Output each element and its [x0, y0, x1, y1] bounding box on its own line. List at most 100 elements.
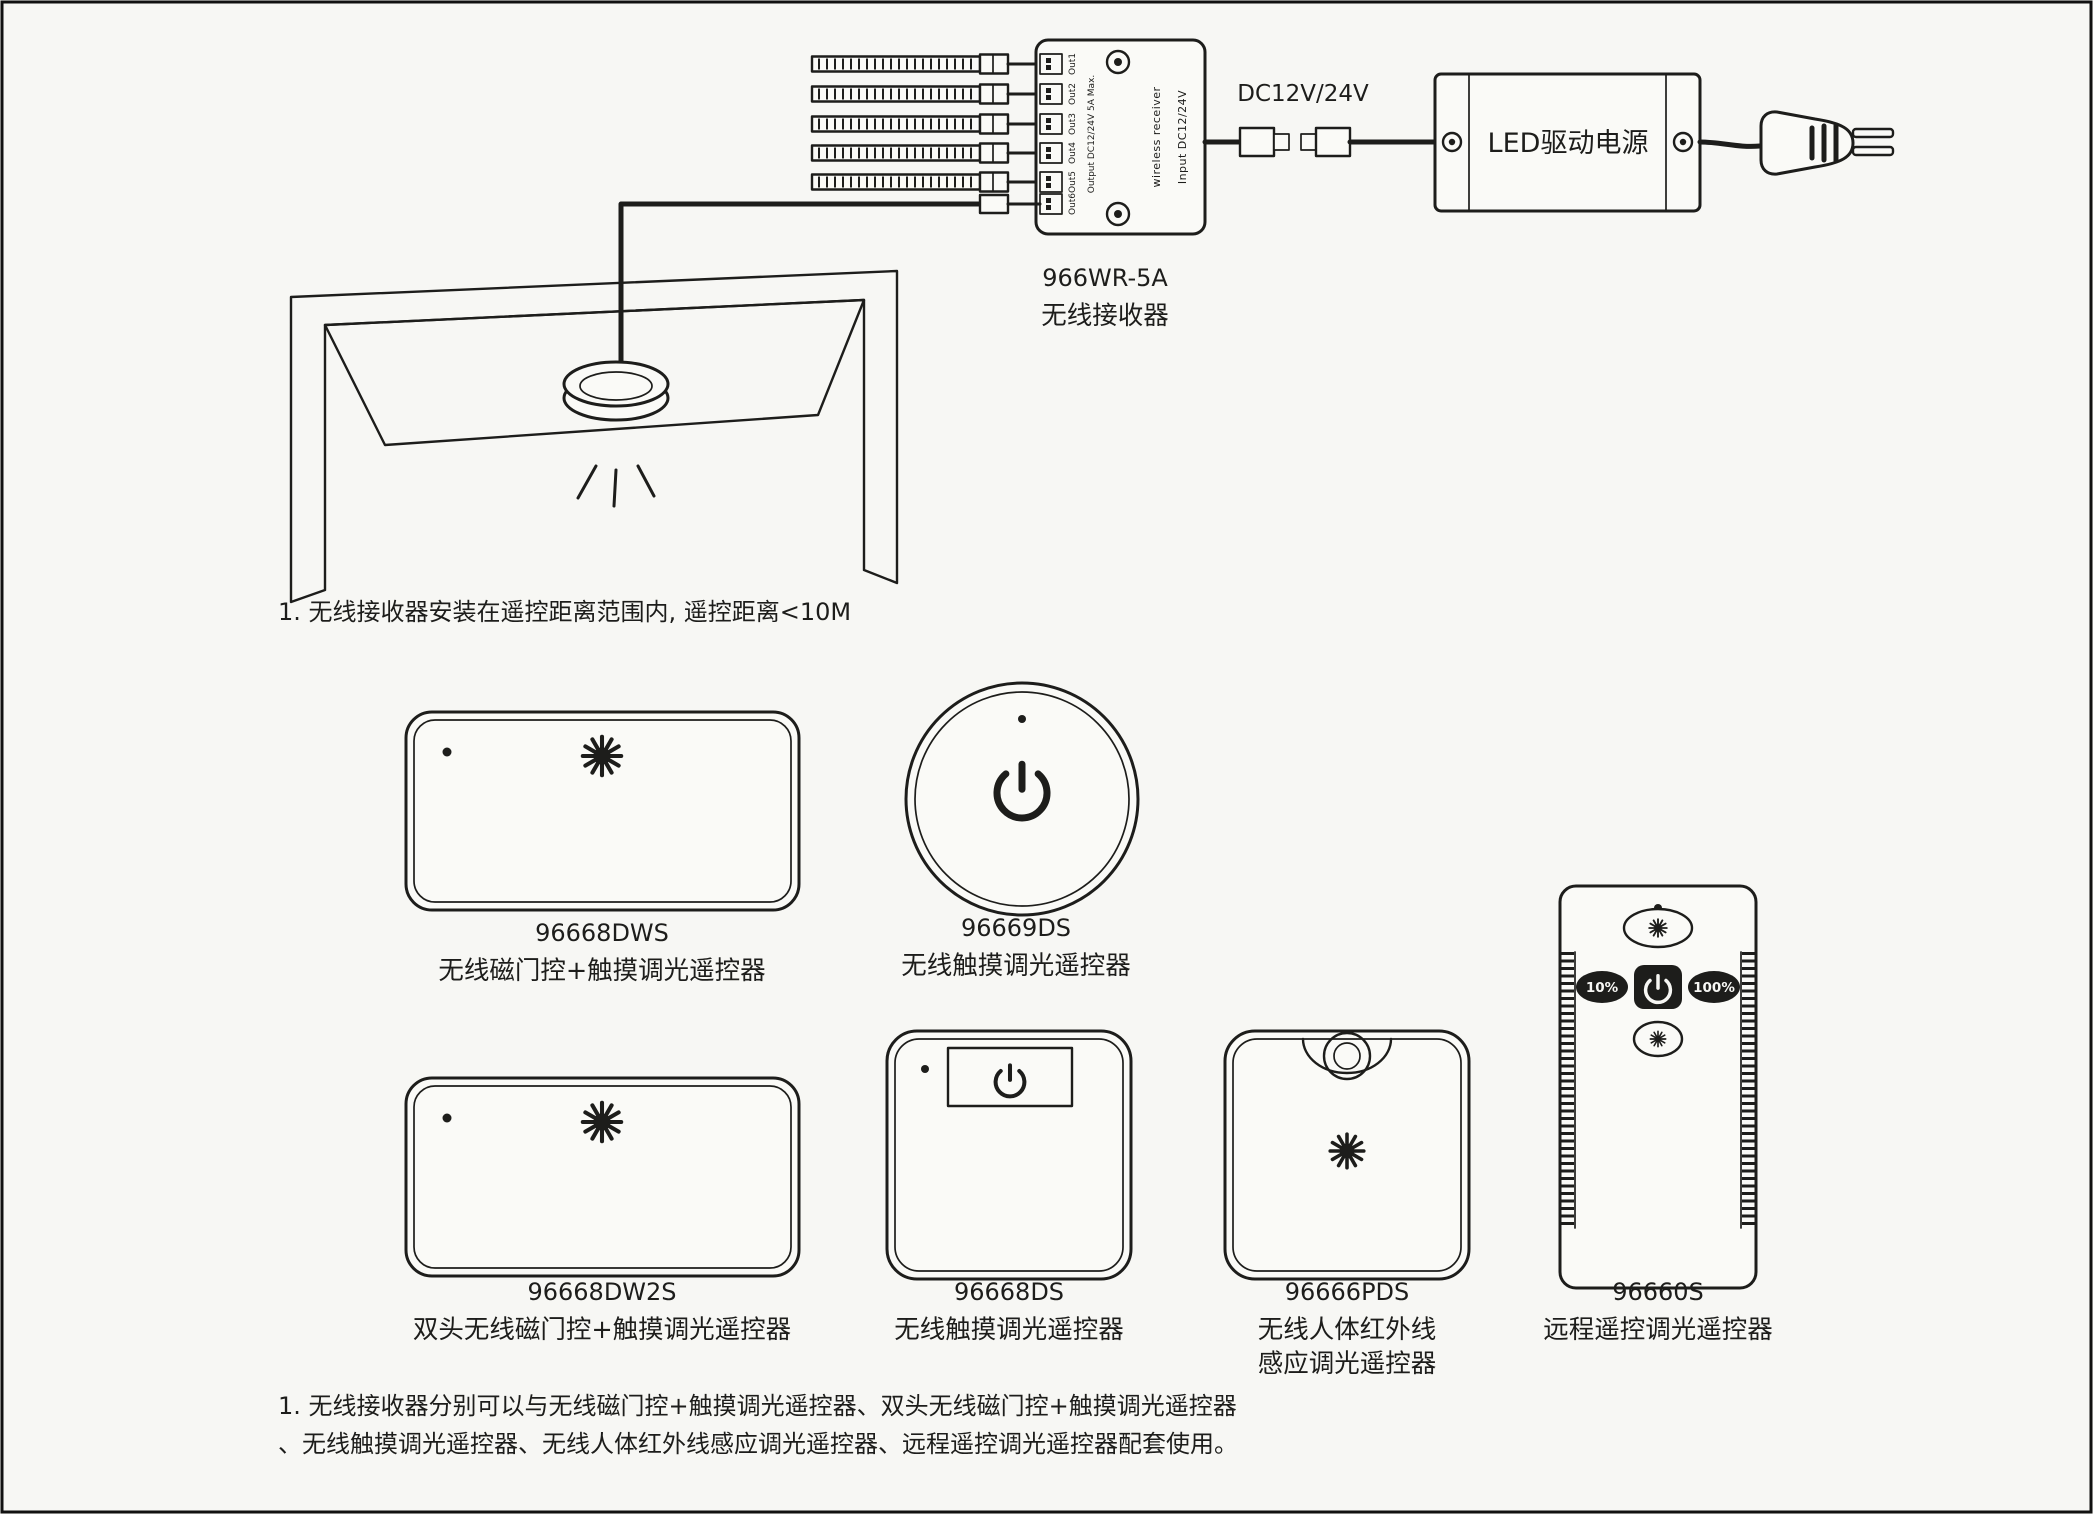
remote-name-label: 无线磁门控+触摸调光遥控器 [438, 956, 765, 986]
receiver-screw-bottom [1105, 201, 1131, 227]
out-label-5: Out5 [1068, 171, 1078, 193]
light-rays-icon [576, 464, 656, 508]
remote-model-label: 96668DW2S [527, 1278, 676, 1306]
remote-model-label: 96669DS [961, 914, 1071, 942]
led-strip-2 [810, 83, 1042, 105]
out-label-2: Out2 [1068, 83, 1078, 105]
out-label-4: Out4 [1068, 142, 1078, 164]
install-note: 1. 无线接收器安装在遥控距离范围内, 遥控距离<10M [278, 598, 851, 626]
remote-model-label: 96668DS [954, 1278, 1064, 1306]
puck-light-lens [579, 371, 653, 401]
remote-model-label: 96666PDS [1285, 1278, 1410, 1306]
dim-10-button [1576, 971, 1628, 1003]
receiver-device-text: wireless receiver [1150, 86, 1163, 187]
receiver-input-note: Input DC12/24V [1176, 90, 1189, 184]
remote-96669ds: 96669DS 无线触摸调光遥控器 [901, 681, 1140, 981]
footer-note: 1. 无线接收器分别可以与无线磁门控+触摸调光遥控器、双头无线磁门控+触摸调光遥… [278, 1392, 1238, 1458]
touch-pad-outline [946, 1046, 1074, 1108]
dc-connector-female-tip [1300, 133, 1317, 151]
indicator-dot [1018, 715, 1026, 723]
remote-inner-border [894, 1038, 1124, 1272]
receiver-screw-bottom-center [1114, 210, 1122, 218]
plug-prong-bottom [1851, 145, 1895, 157]
remote-name-label: 无线触摸调光遥控器 [894, 1315, 1124, 1345]
remote-name-label-line2: 感应调光遥控器 [1258, 1349, 1437, 1379]
dc-voltage-label: DC12V/24V [1237, 81, 1369, 107]
remote-inner-border [413, 1085, 792, 1269]
receiver-screw-top-center [1114, 58, 1122, 66]
bright-100-button [1688, 971, 1740, 1003]
plug-body [1759, 110, 1855, 176]
out-label-1: Out1 [1068, 53, 1078, 75]
remote-name-label-line1: 无线人体红外线 [1258, 1315, 1437, 1345]
remote-name-label: 远程遥控调光遥控器 [1543, 1315, 1773, 1345]
strip-connector [978, 113, 1010, 135]
indicator-dot [921, 1065, 929, 1073]
remote-96660s: 10% 100% 96660S 远程遥控调光遥控器 [1543, 884, 1773, 1345]
led-strips [810, 53, 1042, 193]
indicator-dot [442, 747, 452, 757]
wiring-diagram: Out1 Out2 Out3 Out4 Out5 Out6 Output DC1… [810, 38, 1895, 331]
out-label-6: Out6 [1068, 193, 1078, 215]
receiver-terminal-4 [1039, 142, 1063, 164]
strip-connector [978, 171, 1010, 193]
remote-96668ds: 96668DS 无线触摸调光遥控器 [885, 1029, 1133, 1345]
remote-96666pds: 96666PDS 无线人体红外线 感应调光遥控器 [1223, 1029, 1471, 1379]
pir-sensor-lens [1333, 1042, 1361, 1070]
remote-name-label: 无线触摸调光遥控器 [901, 951, 1131, 981]
remote-body [904, 681, 1140, 917]
indicator-dot [442, 1113, 452, 1123]
led-strip-3 [810, 113, 1042, 135]
receiver-terminal-2 [1039, 83, 1063, 105]
led-strip-4 [810, 142, 1042, 164]
led-driver: LED驱动电源 [1433, 72, 1702, 213]
driver-screw-right [1672, 131, 1694, 153]
remote-96668dws: 96668DWS 无线磁门控+触摸调光遥控器 [404, 710, 801, 986]
remote-96668dw2s: 96668DW2S 双头无线磁门控+触摸调光遥控器 [404, 1076, 801, 1345]
light-cable [618, 201, 983, 375]
footer-note-line1: 1. 无线接收器分别可以与无线磁门控+触摸调光遥控器、双头无线磁门控+触摸调光遥… [278, 1392, 1237, 1420]
remote-body [404, 1076, 801, 1278]
dc-connector-female [1314, 126, 1352, 158]
remote-model-label: 96668DWS [535, 919, 669, 947]
receiver-terminal-6 [1039, 193, 1063, 215]
receiver-terminal-3 [1039, 113, 1063, 135]
remote-model-label: 96660S [1612, 1278, 1704, 1306]
receiver-to-driver-wire: DC12V/24V [1202, 81, 1438, 158]
light-cable-connector [978, 193, 1010, 215]
remote-inner-border [914, 691, 1130, 907]
dim-10-label: 10% [1586, 980, 1619, 996]
strip-connector [978, 83, 1010, 105]
dc-connector-male [1238, 126, 1276, 158]
receiver-name-label: 无线接收器 [1041, 301, 1169, 331]
pir-sensor-icon [1322, 1031, 1372, 1081]
driver-label: LED驱动电源 [1488, 128, 1649, 159]
plug-cord [1697, 139, 1763, 149]
footer-note-line2: 、无线触摸调光遥控器、无线人体红外线感应调光遥控器、远程遥控调光遥控器配套使用。 [278, 1430, 1238, 1458]
remote-body [404, 710, 801, 912]
receiver-body [1034, 38, 1207, 236]
remote-inner-border [1232, 1038, 1462, 1272]
strip-connector [978, 142, 1010, 164]
remote-name-label: 双头无线磁门控+触摸调光遥控器 [413, 1315, 791, 1345]
plug-prong-top [1851, 127, 1895, 139]
driver-screw-right-center [1679, 138, 1687, 146]
cabinet-ceiling [323, 298, 866, 447]
puck-light [562, 360, 670, 422]
led-strip-1 [810, 53, 1042, 75]
cabinet-illustration [289, 193, 1042, 604]
remote-inner-border [413, 719, 792, 903]
receiver-terminal-5 [1039, 171, 1063, 193]
led-strip-5 [810, 171, 1042, 193]
driver-screw-left-center [1448, 138, 1456, 146]
receiver-terminals [1039, 53, 1063, 215]
power-plug [1697, 110, 1895, 176]
dc-connector-male-tip [1273, 133, 1290, 151]
pir-dome-socket [1301, 1037, 1393, 1075]
driver-screw-left [1441, 131, 1463, 153]
receiver-terminal-1 [1039, 53, 1063, 75]
bright-100-label: 100% [1693, 980, 1735, 996]
receiver-screw-top [1105, 49, 1131, 75]
receiver-model-label: 966WR-5A [1042, 264, 1168, 292]
